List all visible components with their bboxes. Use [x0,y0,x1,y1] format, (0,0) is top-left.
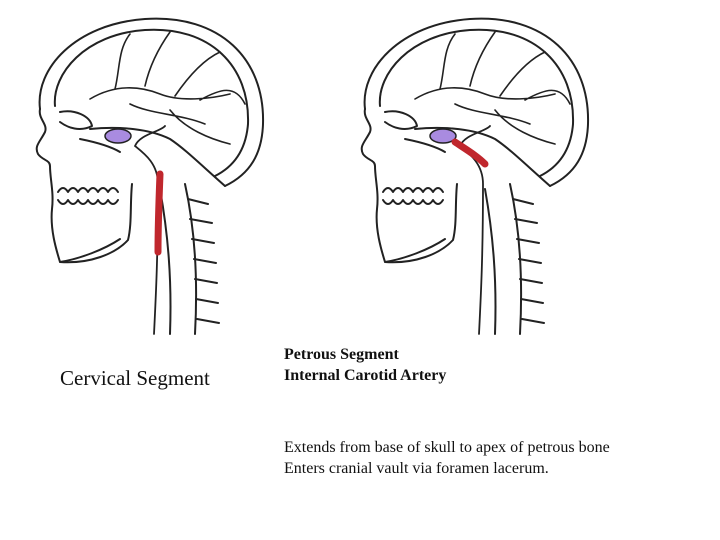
orbit [59,110,93,130]
cranium-inner [53,28,250,177]
sphenoid-sinus [429,128,457,144]
segment-subtitle-line: Internal Carotid Artery [284,367,447,384]
teeth-lower [57,199,119,205]
teeth-upper [57,187,119,193]
mandible [384,183,458,264]
cranium-outline [38,17,265,187]
cranium-outline [363,17,590,187]
carotid-course [459,125,491,335]
spine-outline [159,188,172,335]
cranium-inner [378,28,575,177]
description-line: Enters cranial vault via foramen lacerum… [284,460,549,477]
teeth-lower [382,199,444,205]
vertebrae [512,198,545,324]
petrous-artery-highlight [451,138,489,168]
skull-base [89,126,226,187]
skull-neck-diagram-right [360,17,590,335]
segment-title: Petrous Segment Internal Carotid Artery [284,344,446,386]
vertebrae [187,198,220,324]
segment-title-line: Petrous Segment [284,346,399,363]
brain-vessels [414,31,571,145]
orbit [384,110,418,130]
segment-description: Extends from base of skull to apex of pe… [284,437,610,479]
skull-base [414,126,551,187]
cervical-segment-caption: Cervical Segment [60,366,210,390]
mandible [59,183,133,264]
sphenoid-sinus [104,128,132,144]
petrous-segment-illustration [345,14,615,339]
skull-neck-diagram-left [35,17,265,335]
cervical-artery-highlight [154,170,164,256]
description-line: Extends from base of skull to apex of pe… [284,439,610,456]
spine-outline [484,188,497,335]
brain-vessels [89,31,246,145]
cervical-segment-illustration [20,14,290,339]
teeth-upper [382,187,444,193]
nasal-cavity [404,138,446,153]
nasal-cavity [79,138,121,153]
